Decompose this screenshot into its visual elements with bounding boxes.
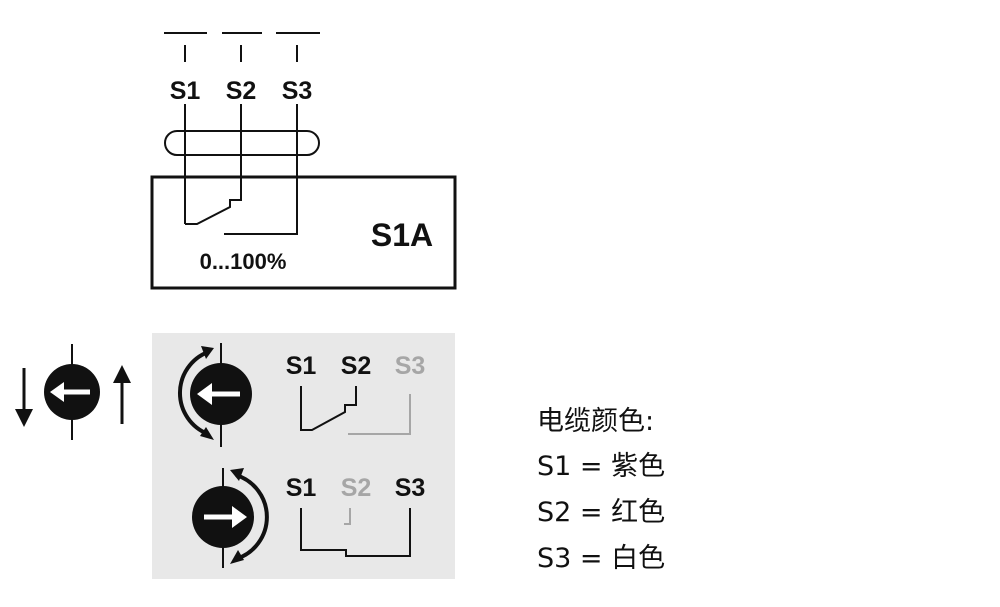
lower-label-s3: S3 — [395, 474, 426, 502]
lower-switch — [300, 508, 411, 557]
module-label: S1A — [371, 217, 433, 253]
legend-item-s2: S2 = 红色 — [537, 497, 665, 528]
legend-item-s3: S3 = 白色 — [537, 543, 665, 574]
rotation-arc-icon — [235, 473, 269, 561]
terminal-label-s3: S3 — [282, 77, 313, 105]
legend-title: 电缆颜色: — [537, 406, 654, 437]
module-box — [150, 175, 457, 290]
lower-label-s2: S2 — [341, 474, 372, 502]
upper-switch — [300, 386, 411, 435]
legend-item-s1: S1 = 紫色 — [537, 451, 665, 482]
rotor-cw — [192, 468, 269, 568]
upper-label-s2: S2 — [341, 352, 372, 380]
cable-color-legend: 电缆颜色: S1 = 紫色 S2 = 红色 S3 = 白色 — [537, 406, 665, 574]
terminal-bars — [164, 32, 320, 62]
range-label: 0...100% — [200, 249, 287, 274]
rotor-ccw — [177, 343, 252, 447]
wires — [184, 104, 298, 234]
direction-icon — [15, 344, 131, 440]
left-arrow-icon — [197, 383, 240, 405]
lower-label-s1: S1 — [286, 474, 317, 502]
right-arrow-icon — [204, 506, 247, 528]
rotation-arc-icon — [177, 350, 209, 436]
upper-label-s3: S3 — [395, 352, 426, 380]
terminal-label-s2: S2 — [226, 77, 257, 105]
terminal-label-s1: S1 — [170, 77, 201, 105]
switch-symbol — [185, 184, 298, 235]
upper-label-s1: S1 — [286, 352, 317, 380]
left-arrow-icon — [50, 382, 90, 402]
